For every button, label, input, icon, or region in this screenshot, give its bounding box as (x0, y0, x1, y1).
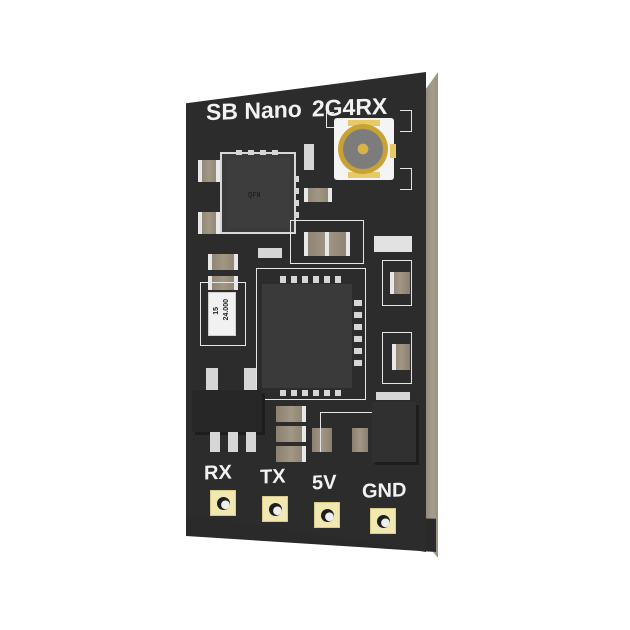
silk-outline (400, 110, 412, 132)
pin-label-5v: 5V (312, 471, 337, 495)
silk-outline (382, 260, 412, 306)
capacitor (198, 160, 220, 182)
regulator-pin (246, 432, 256, 452)
chip-pin (248, 150, 254, 155)
chip-pin (335, 276, 341, 283)
capacitor (352, 428, 368, 452)
chip-pin (354, 324, 362, 330)
chip-pin (294, 176, 299, 182)
chip-pin (272, 150, 278, 155)
voltage-regulator (192, 390, 262, 432)
small-resistor (258, 248, 282, 258)
antenna-connector-tab-side (390, 144, 396, 158)
chip-pin (294, 188, 299, 194)
chip-pin (280, 276, 286, 283)
capacitor (276, 426, 306, 442)
regulator-pin (228, 432, 238, 452)
board-title-model: SB Nano (206, 95, 302, 126)
chip-pin (354, 336, 362, 342)
power-diode (372, 402, 416, 462)
chip-pin (324, 276, 330, 283)
chip-pin (294, 200, 299, 206)
silk-outline (200, 282, 246, 346)
chip-pin (354, 300, 362, 306)
silk-outline (382, 332, 412, 384)
crystal-oscillator: 24.000 15 (208, 292, 236, 336)
pin-label-rx: RX (204, 461, 232, 485)
regulator-pin (244, 368, 256, 392)
capacitor (208, 276, 238, 290)
silk-outline (400, 168, 412, 190)
capacitor (312, 428, 332, 452)
through-hole-icon (269, 503, 282, 516)
small-resistor (374, 236, 412, 252)
chip-pin (291, 390, 297, 396)
mcu-chip: QFN (226, 158, 290, 228)
crystal-marking-code: 15 (213, 307, 220, 315)
through-hole-icon (321, 509, 334, 522)
chip-pin (324, 390, 330, 396)
small-diode (304, 144, 314, 170)
silk-outline (326, 112, 334, 128)
capacitor (276, 446, 306, 462)
through-hole-icon (217, 497, 230, 510)
pad-5v[interactable] (314, 502, 340, 528)
chip-pin (354, 312, 362, 318)
chip-pin (354, 348, 362, 354)
pad-tx[interactable] (262, 496, 288, 522)
antenna-connector-icon (338, 124, 388, 174)
capacitor (304, 188, 332, 202)
chip-pin (335, 390, 341, 396)
chip-pin (280, 390, 286, 396)
pad-gnd[interactable] (370, 508, 396, 534)
pin-label-gnd: GND (362, 479, 407, 503)
capacitor (276, 406, 306, 422)
radio-chip (262, 284, 352, 388)
capacitor (198, 212, 220, 234)
silk-outline (256, 268, 366, 400)
chip-marking: QFN (248, 192, 261, 200)
diode-pin (376, 392, 410, 400)
antenna-connector-tab-bottom (348, 172, 380, 178)
pin-label-tx: TX (260, 465, 286, 489)
chip-pin (291, 276, 297, 283)
antenna-connector-tab-top (348, 120, 380, 126)
capacitor (390, 272, 410, 294)
capacitor-pair (304, 232, 350, 256)
chip-pin (294, 212, 299, 218)
chip-pin (313, 276, 319, 283)
through-hole-icon (377, 515, 390, 528)
chip-pin (313, 390, 319, 396)
capacitor (392, 344, 410, 370)
regulator-pin (206, 368, 218, 392)
chip-pin (260, 150, 266, 155)
crystal-marking-freq: 24.000 (223, 299, 230, 321)
chip-pin (236, 150, 242, 155)
capacitor (208, 254, 238, 270)
regulator-pin (210, 432, 220, 452)
silk-outline (320, 412, 376, 452)
pad-rx[interactable] (210, 490, 236, 516)
chip-pin (302, 390, 308, 396)
chip-pin (302, 276, 308, 283)
board-edge (424, 72, 438, 558)
silk-outline (290, 220, 364, 264)
chip-pin (354, 360, 362, 366)
